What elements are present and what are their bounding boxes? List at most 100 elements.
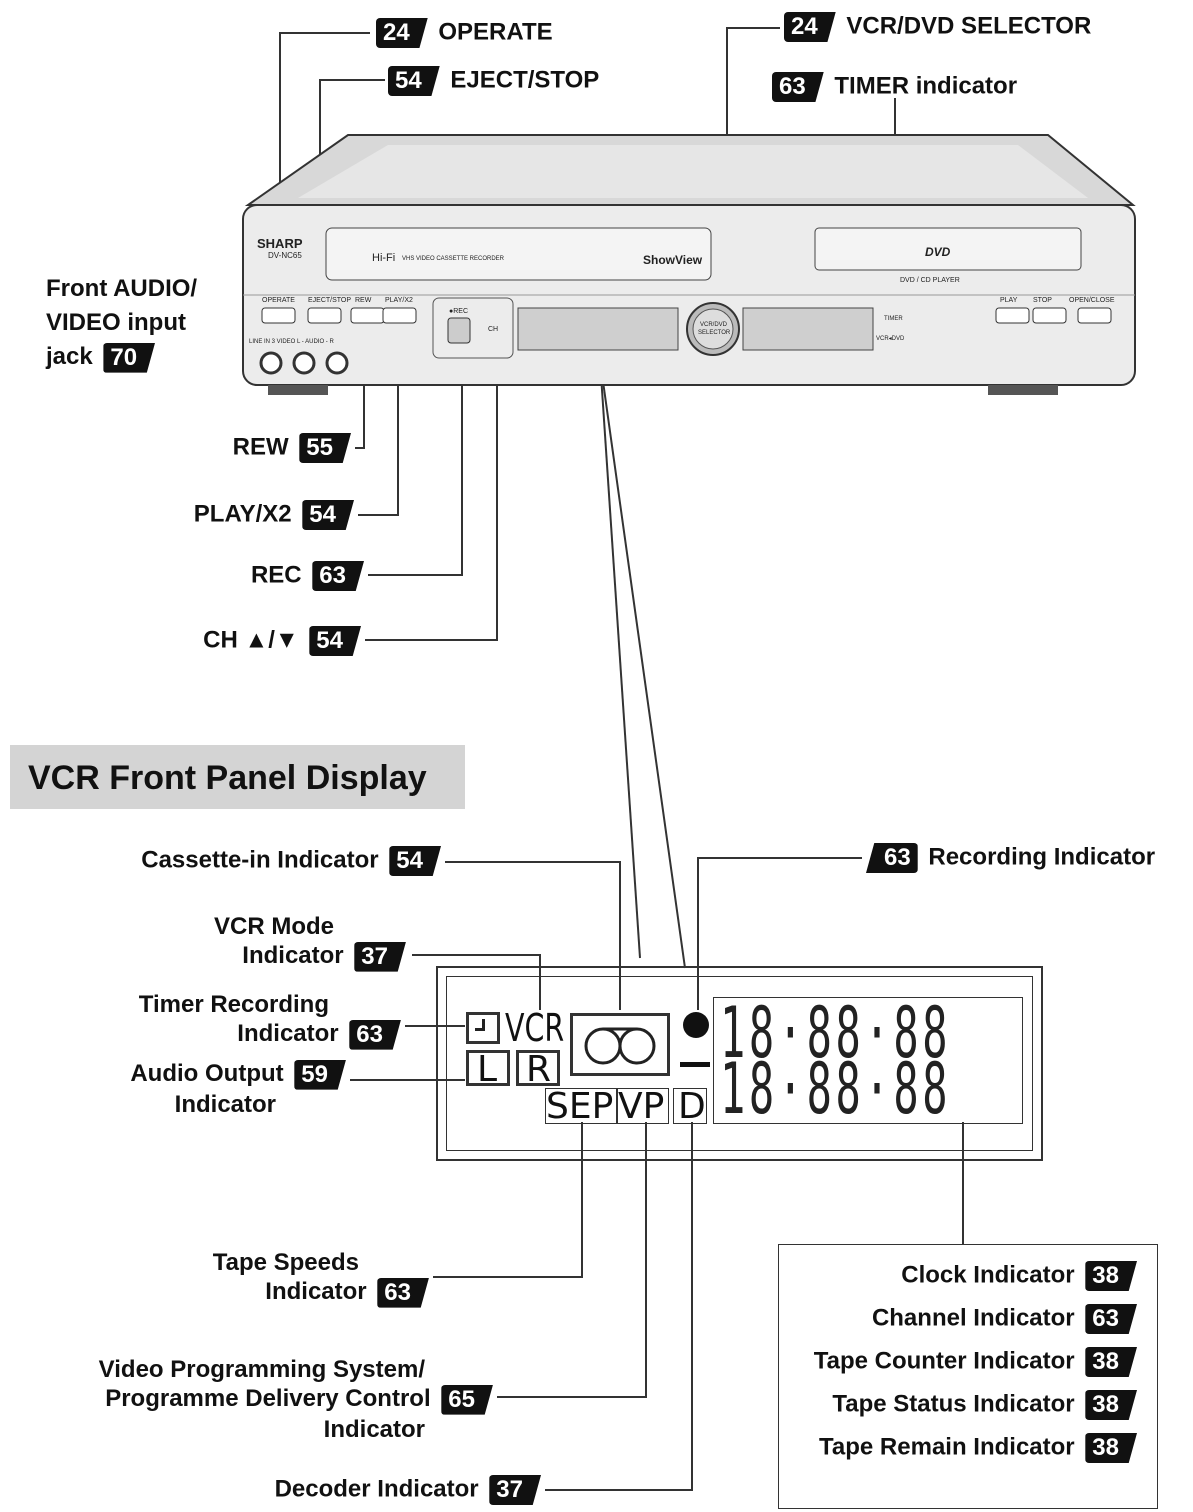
callout-label: VIDEO input (46, 309, 186, 336)
page-badge: 70 (103, 342, 156, 373)
clock-group-box: Clock Indicator 38 Channel Indicator 63 … (778, 1244, 1158, 1509)
display-inner (446, 976, 1033, 1151)
minus-segment (680, 1062, 710, 1067)
operate-button[interactable]: OPERATE (262, 297, 295, 304)
legend-item: Channel Indicator 63 (779, 1304, 1141, 1334)
vcr-dvd-device (242, 134, 1136, 395)
page-badge: 63 (866, 843, 918, 873)
audio-r-indicator: R (526, 1049, 552, 1090)
callout-play-x2: PLAY/X2 54 (100, 500, 358, 530)
callout-label: REC (250, 561, 302, 589)
page-badge: 38 (1085, 1261, 1137, 1291)
audio-l-indicator: L (477, 1049, 498, 1090)
eject-stop-button[interactable]: EJECT/STOP (308, 297, 352, 304)
cassette-in-icon (570, 1013, 670, 1076)
dvd-caption: DVD / CD PLAYER (900, 277, 960, 284)
callout-timer-indicator: 63 TIMER indicator (768, 72, 1017, 102)
hifi-label: Hi-Fi (372, 252, 396, 264)
page-badge: 63 (312, 561, 364, 591)
display-frame (436, 966, 1043, 1161)
selector-label[interactable]: SELECTOR (698, 330, 731, 336)
page-badge: 59 (294, 1059, 346, 1090)
rec-button[interactable]: ●REC (449, 308, 469, 315)
tape-speed-indicator: SEP (546, 1086, 614, 1127)
callout-label: Recording Indicator (928, 843, 1156, 871)
page-badge: 24 (376, 18, 428, 48)
page-badge: 24 (784, 12, 836, 42)
page-badge: 37 (354, 941, 406, 972)
callout-label: Decoder Indicator (274, 1475, 479, 1503)
callout-label: Cassette-in Indicator (141, 846, 379, 874)
page-badge: 38 (1085, 1433, 1137, 1463)
legend-label: Channel Indicator (871, 1304, 1075, 1332)
dvd-logo: DVD (925, 245, 951, 259)
page-badge: 38 (1085, 1390, 1137, 1420)
callout-label: VCR/DVD SELECTOR (846, 12, 1092, 40)
callout-label: Indicator (265, 1278, 367, 1305)
vcr-mode-indicator: VCR (505, 1006, 565, 1050)
vhs-caption: VHS VIDEO CASSETTE RECORDER (402, 256, 505, 262)
audio-r-box: R (516, 1049, 560, 1090)
open-close-button[interactable]: OPEN/CLOSE (1069, 297, 1115, 304)
callout-ch: CH ▲/▼ 54 (100, 626, 365, 656)
page-badge: 54 (388, 66, 440, 96)
callout-label: REW (232, 433, 289, 461)
callout-vcr-dvd-selector: 24 VCR/DVD SELECTOR (780, 12, 1091, 42)
recording-dot-icon (683, 1012, 709, 1038)
callout-label: EJECT/STOP (450, 66, 600, 94)
callout-rew: REW 55 (150, 433, 355, 463)
callout-label: CH ▲/▼ (203, 626, 299, 654)
callout-eject-stop: 54 EJECT/STOP (384, 66, 599, 96)
callout-vps-pdc: Video Programming System/ Programme Deli… (20, 1355, 497, 1444)
callout-timer-recording: Timer Recording Indicator 63 (80, 990, 405, 1050)
legend-label: Tape Status Indicator (832, 1390, 1075, 1418)
page-badge: 54 (389, 846, 441, 876)
page-badge: 65 (441, 1384, 493, 1415)
callout-rec: REC 63 (150, 561, 368, 591)
showview-logo: ShowView (643, 253, 703, 267)
play-button[interactable]: PLAY (1000, 297, 1018, 304)
section-title-bar: VCR Front Panel Display (10, 745, 465, 809)
digit-display-box: 18·88·88 18·88·88 (713, 992, 1023, 1130)
vcr-dvd-indicator: VCR◂DVD (876, 336, 905, 342)
callout-tape-speeds: Tape Speeds Indicator 63 (130, 1248, 433, 1308)
vps-pdc-indicator: VP (618, 1086, 665, 1127)
vp-box: VP (617, 1086, 669, 1127)
callout-operate: 24 OPERATE (372, 18, 553, 48)
cassette-reels-icon (584, 1027, 656, 1065)
callout-decoder: Decoder Indicator 37 (150, 1475, 545, 1505)
callout-vcr-mode: VCR Mode Indicator 37 (140, 912, 410, 972)
rew-button[interactable]: REW (355, 297, 372, 304)
stop-button[interactable]: STOP (1033, 297, 1052, 304)
callout-label: VCR Mode (214, 913, 334, 940)
callout-label: OPERATE (438, 18, 553, 46)
callout-recording: 63 Recording Indicator (862, 843, 1155, 873)
selector-label[interactable]: VCR/DVD (700, 322, 728, 328)
page-badge: 63 (377, 1277, 429, 1308)
model-label: DV-NC65 (268, 251, 302, 260)
audio-l-box: L (466, 1049, 510, 1090)
timer-indicator: TIMER (884, 316, 903, 322)
section-title: VCR Front Panel Display (28, 759, 427, 797)
page-badge: 37 (489, 1475, 541, 1505)
decoder-indicator: D (678, 1086, 706, 1127)
callout-label: Timer Recording (138, 991, 329, 1018)
ch-button[interactable]: CH (488, 326, 499, 333)
page-badge: 54 (309, 626, 361, 656)
play-x2-button[interactable]: PLAY/X2 (385, 297, 413, 304)
callout-audio-output: Audio Output 59 Indicator (60, 1059, 350, 1119)
callout-label: Indicator (242, 942, 344, 969)
legend-label: Clock Indicator (901, 1261, 1075, 1289)
timer-recording-icon (466, 1012, 500, 1044)
callout-label: PLAY/X2 (193, 500, 292, 528)
jack-label: LINE IN 3 VIDEO L - AUDIO - R (249, 339, 334, 345)
legend-item: Tape Counter Indicator 38 (779, 1347, 1141, 1377)
page-badge: 63 (349, 1019, 401, 1050)
page-badge: 63 (1085, 1304, 1137, 1334)
callout-front-av: Front AUDIO/ VIDEO input jack 70 (46, 272, 197, 374)
legend-label: Tape Remain Indicator (819, 1433, 1075, 1461)
page-badge: 63 (772, 72, 824, 102)
callout-label: jack (46, 343, 93, 370)
callout-label: Tape Speeds (212, 1249, 359, 1276)
